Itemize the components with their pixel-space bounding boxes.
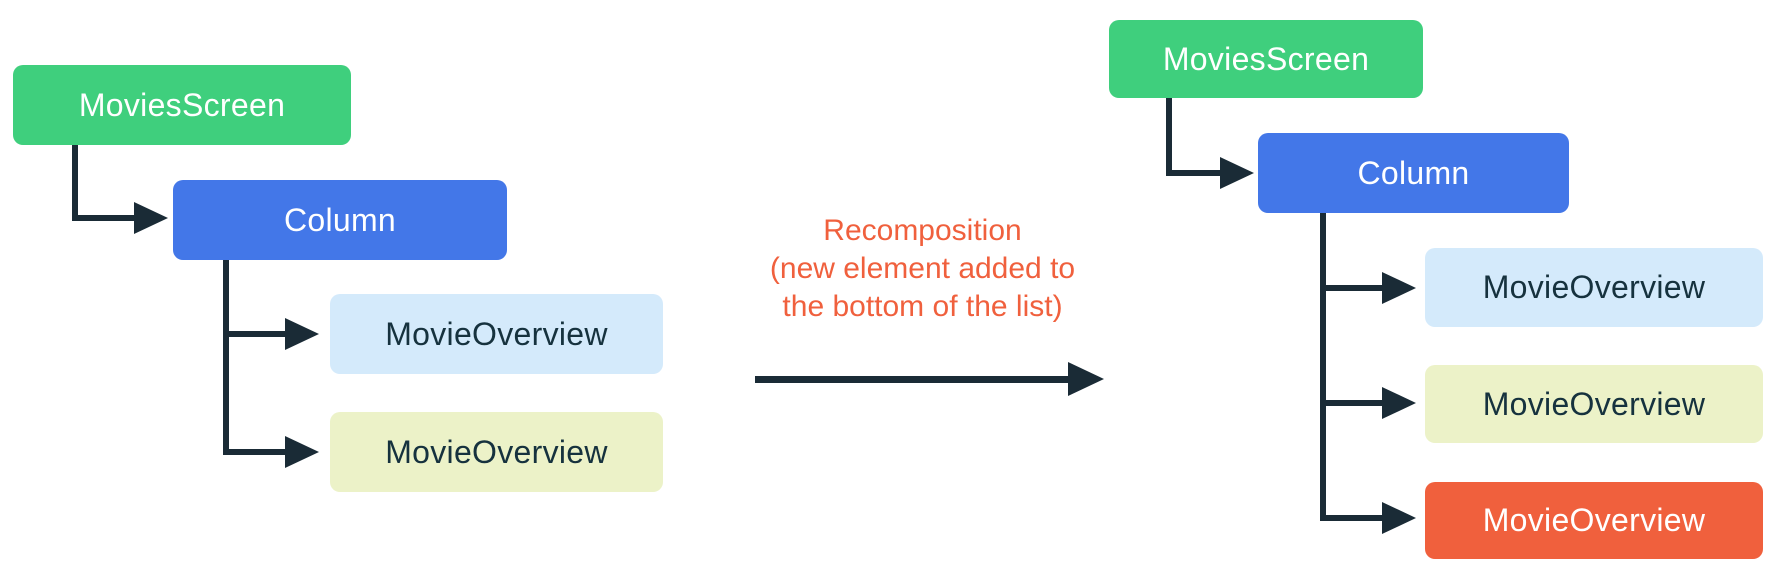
connector-line [223, 331, 287, 337]
arrow-head-icon [1382, 272, 1416, 304]
recomposition-arrow-head-icon [1068, 362, 1104, 396]
right-tree-movieoverview-node-2: MovieOverview [1425, 365, 1763, 443]
connector-line [1320, 400, 1384, 406]
arrow-head-icon [1382, 502, 1416, 534]
arrow-head-icon [285, 318, 319, 350]
arrow-head-icon [1382, 387, 1416, 419]
connector-line [223, 260, 229, 455]
arrow-head-icon [134, 202, 168, 234]
connector-line [72, 215, 136, 221]
connector-line [72, 145, 78, 221]
right-tree-moviesscreen-node: MoviesScreen [1109, 20, 1423, 98]
arrow-head-icon [1220, 157, 1254, 189]
connector-line [1320, 285, 1384, 291]
left-tree-moviesscreen-node: MoviesScreen [13, 65, 351, 145]
connector-line [1166, 98, 1172, 176]
annotation-line-1: Recomposition [823, 214, 1022, 247]
connector-line [1320, 213, 1326, 521]
connector-line [1320, 515, 1384, 521]
connector-line [1166, 170, 1222, 176]
right-tree-movieoverview-node-3-new: MovieOverview [1425, 482, 1763, 559]
arrow-head-icon [285, 436, 319, 468]
left-tree-movieoverview-node-1: MovieOverview [330, 294, 663, 374]
connector-line [223, 449, 287, 455]
left-tree-movieoverview-node-2: MovieOverview [330, 412, 663, 492]
right-tree-column-node: Column [1258, 133, 1569, 213]
annotation-line-2: (new element added to [769, 252, 1076, 285]
right-tree-movieoverview-node-1: MovieOverview [1425, 248, 1763, 327]
recomposition-arrow-line [755, 376, 1070, 383]
recomposition-annotation: Recomposition (new element added to the … [640, 212, 1205, 326]
annotation-line-3: the bottom of the list) [782, 290, 1063, 323]
left-tree-column-node: Column [173, 180, 507, 260]
